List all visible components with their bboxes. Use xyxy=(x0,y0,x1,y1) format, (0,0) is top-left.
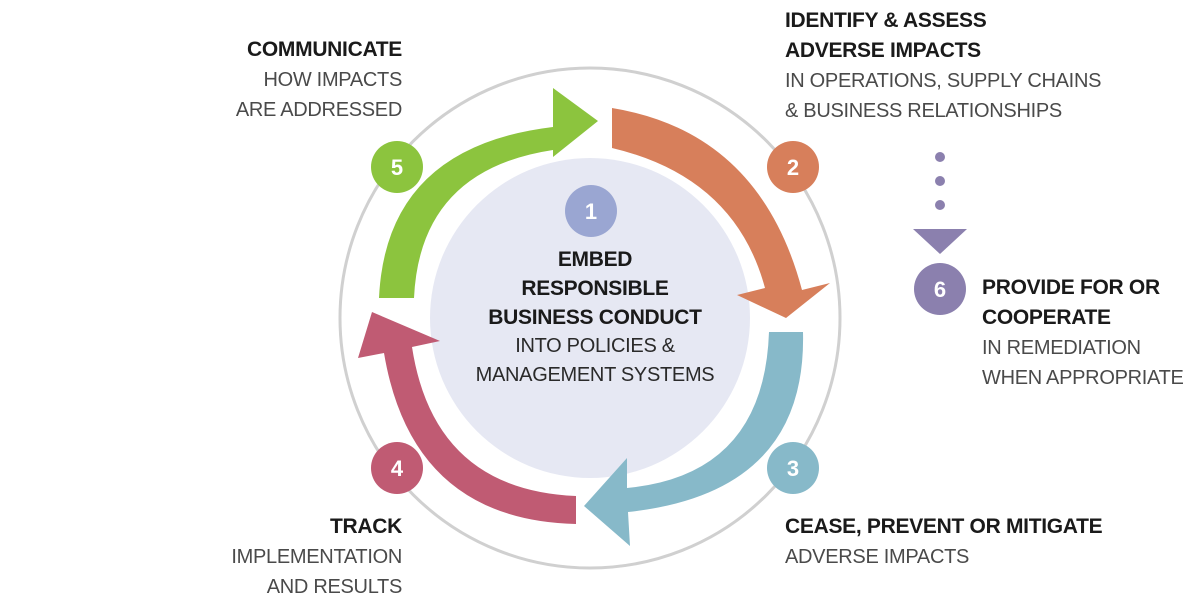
badge-number: 6 xyxy=(934,277,946,302)
step-1-sub-line: MANAGEMENT SYSTEMS xyxy=(475,364,715,386)
step-4-sub-line: IMPLEMENTATION xyxy=(231,546,402,568)
step-2-sub-line: IN OPERATIONS, SUPPLY CHAINS xyxy=(785,70,1102,92)
arrow-step-3 xyxy=(584,332,804,546)
step-1-title-line: BUSINESS CONDUCT xyxy=(488,306,702,329)
step-3-sub-line: ADVERSE IMPACTS xyxy=(785,546,970,568)
step-2-title-line: ADVERSE IMPACTS xyxy=(785,39,981,62)
badge-step-4: 4 xyxy=(371,442,423,494)
step-6-sub-line: IN REMEDIATION xyxy=(982,337,1141,359)
step-6-title-line: PROVIDE FOR OR xyxy=(982,276,1160,299)
arrow-step-5 xyxy=(379,88,598,298)
step-5-label: COMMUNICATE HOW IMPACTS ARE ADDRESSED xyxy=(160,35,402,125)
step-1-sub-line: INTO POLICIES & xyxy=(515,335,675,357)
center-disc xyxy=(430,158,750,478)
step-6-label: PROVIDE FOR OR COOPERATE IN REMEDIATION … xyxy=(982,273,1184,393)
badge-number: 2 xyxy=(787,155,799,180)
step-5-title-line: COMMUNICATE xyxy=(247,38,402,61)
step-4-sub-line: AND RESULTS xyxy=(266,576,403,598)
step-5-sub-line: HOW IMPACTS xyxy=(263,69,402,91)
badge-step-3: 3 xyxy=(767,442,819,494)
step-2-sub-line: & BUSINESS RELATIONSHIPS xyxy=(785,100,1062,122)
badge-number: 4 xyxy=(391,456,404,481)
badge-number: 5 xyxy=(391,155,403,180)
step-3-title-line: CEASE, PREVENT OR MITIGATE xyxy=(785,515,1103,538)
badge-step-2: 2 xyxy=(767,141,819,193)
step-1-label: EMBED RESPONSIBLE BUSINESS CONDUCT INTO … xyxy=(440,245,750,390)
badge-number: 3 xyxy=(787,456,799,481)
badge-step-6: 6 xyxy=(914,263,966,315)
badge-step-1: 1 xyxy=(565,185,617,237)
badge-number: 1 xyxy=(585,199,597,224)
step-2-title-line: IDENTIFY & ASSESS xyxy=(785,9,987,32)
step-1-title-line: EMBED xyxy=(557,248,633,271)
outer-ring xyxy=(338,66,842,570)
step-2-label: IDENTIFY & ASSESS ADVERSE IMPACTS IN OPE… xyxy=(785,6,1101,126)
step-5-sub-line: ARE ADDRESSED xyxy=(235,99,402,121)
step-4-title-line: TRACK xyxy=(330,515,402,538)
dotted-connector xyxy=(913,152,967,254)
arrow-step-2 xyxy=(612,108,830,318)
step-1-title-line: RESPONSIBLE xyxy=(521,277,669,300)
step-6-sub-line: WHEN APPROPRIATE xyxy=(982,367,1184,389)
arrow-step-4 xyxy=(358,312,576,524)
badge-step-5: 5 xyxy=(371,141,423,193)
step-4-label: TRACK IMPLEMENTATION AND RESULTS xyxy=(160,512,402,602)
step-6-title-line: COOPERATE xyxy=(982,306,1111,329)
step-3-label: CEASE, PREVENT OR MITIGATE ADVERSE IMPAC… xyxy=(785,512,1103,572)
